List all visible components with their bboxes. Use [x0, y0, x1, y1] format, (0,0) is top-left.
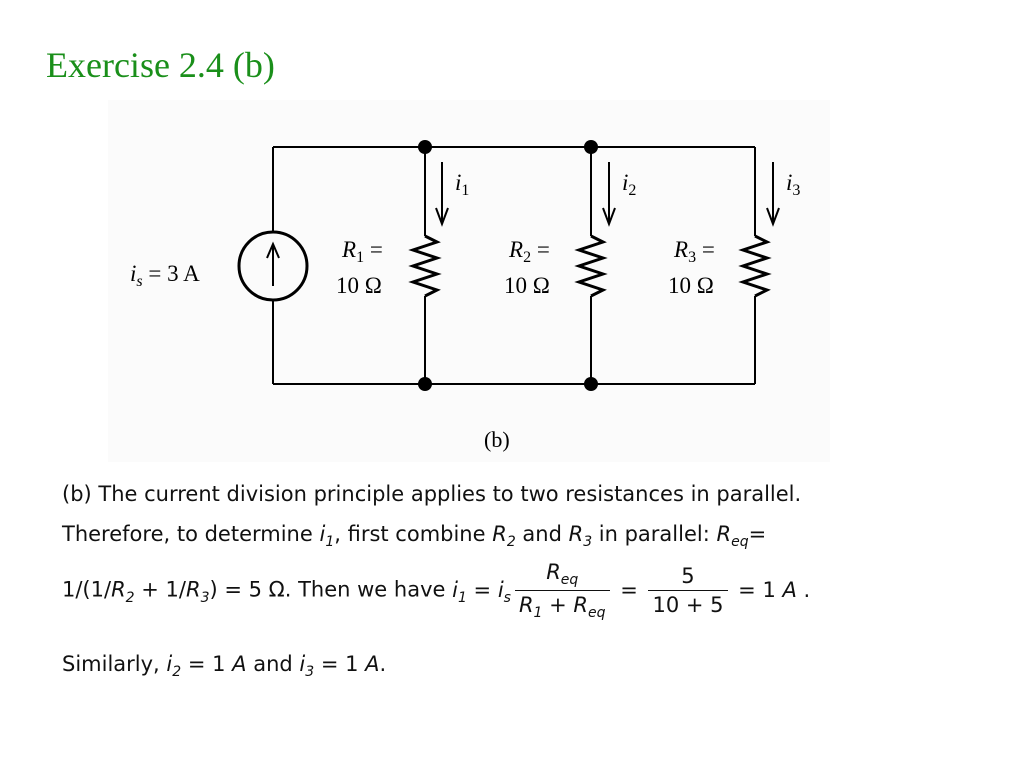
current-label-i1: i1 — [455, 170, 469, 199]
current-arrowhead-i2 — [602, 207, 616, 227]
resistor-r1-value: 10 Ω — [336, 273, 382, 298]
resistor-r3-value: 10 Ω — [668, 273, 714, 298]
node-top-1 — [418, 140, 432, 154]
resistor-r2-label: R2 = — [508, 237, 550, 266]
circuit-figure-panel — [108, 100, 830, 462]
solution-line-3: 1/(1/R2 + 1/R3) = 5 Ω. Then we have i1 =… — [62, 560, 811, 622]
current-arrowhead-i1 — [435, 207, 449, 227]
figure-caption: (b) — [484, 427, 510, 452]
resistor-r3-symbol — [738, 234, 772, 298]
solution-line-4: Similarly, i2 = 1 A and i3 = 1 A. — [62, 652, 387, 681]
node-bottom-2 — [584, 377, 598, 391]
current-arrowhead-i3 — [766, 207, 780, 227]
solution-line-2: Therefore, to determine i1, first combin… — [62, 522, 767, 551]
current-label-i2: i2 — [622, 170, 636, 199]
node-bottom-1 — [418, 377, 432, 391]
node-top-2 — [584, 140, 598, 154]
resistor-r3-label: R3 = — [673, 237, 715, 266]
resistor-r2-symbol — [574, 234, 608, 298]
current-source-symbol — [237, 230, 309, 302]
resistor-r1-label: R1 = — [341, 237, 383, 266]
resistor-r1-symbol — [408, 234, 442, 298]
source-arrowhead — [266, 241, 280, 259]
solution-line-1: (b) The current division principle appli… — [62, 482, 802, 506]
current-label-i3: i3 — [786, 170, 800, 199]
resistor-r2-value: 10 Ω — [504, 273, 550, 298]
source-label: is = 3 A — [130, 261, 200, 290]
slide-title: Exercise 2.4 (b) — [46, 45, 275, 85]
